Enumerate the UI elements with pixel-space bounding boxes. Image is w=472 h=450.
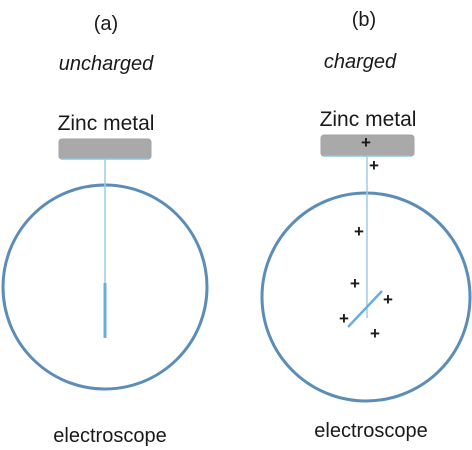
panel-b-metal-label: Zinc metal (320, 108, 417, 131)
panel-b-leaf (347, 290, 383, 328)
panel-b-electroscope-label: electroscope (314, 420, 427, 442)
panel-a-electroscope-label: electroscope (53, 425, 166, 447)
panel-a-id-label: (a) (94, 13, 118, 35)
panel-a: (a) uncharged Zinc metal electroscope (1, 13, 209, 447)
charge-plus-icon: + (339, 309, 349, 328)
panel-a-state-label: uncharged (59, 53, 154, 75)
charge-plus-icon: + (369, 156, 379, 175)
panel-b: (b) charged Zinc metal + + + + + + + ele… (260, 9, 472, 442)
panel-a-zinc-plate (58, 138, 152, 160)
charge-plus-icon: + (361, 133, 371, 152)
panel-a-metal-label: Zinc metal (58, 112, 155, 135)
panel-b-electroscope-case (260, 191, 472, 403)
panel-b-state-label: charged (324, 51, 397, 73)
panel-b-id-label: (b) (352, 9, 376, 31)
charge-plus-icon: + (383, 290, 393, 309)
charge-plus-icon: + (354, 222, 364, 241)
charge-plus-icon: + (350, 274, 360, 293)
charge-plus-icon: + (370, 324, 380, 343)
